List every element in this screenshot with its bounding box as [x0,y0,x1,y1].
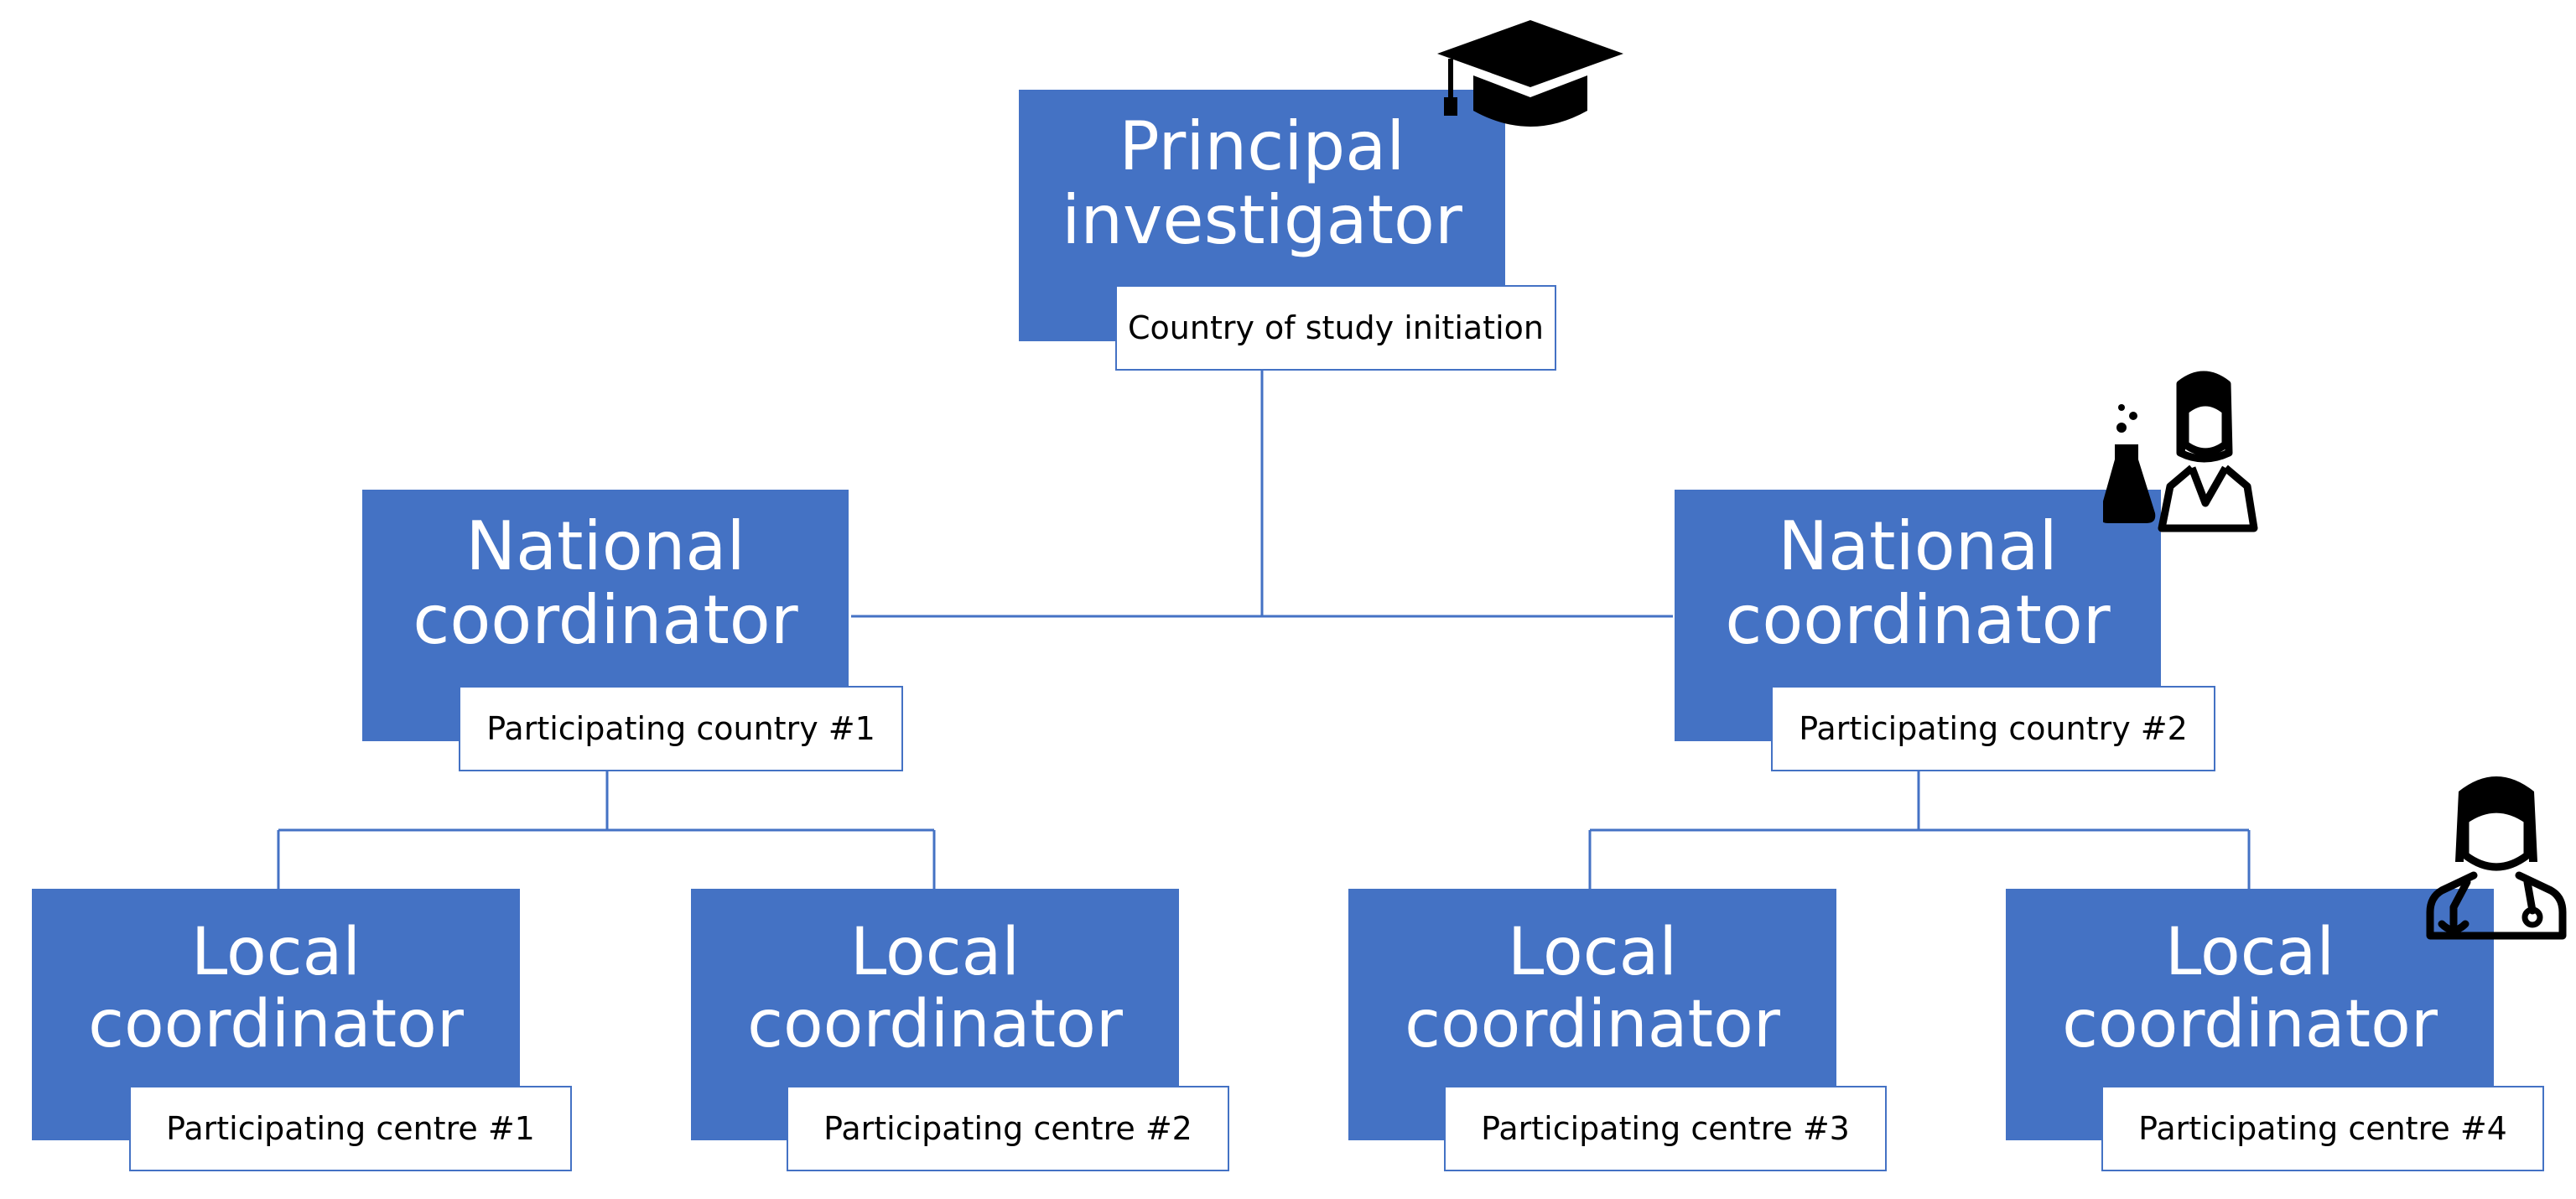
local-coordinator-title-2: Local coordinator [747,915,1123,1062]
local-coordinator-label-4: Participating centre #4 [2101,1086,2544,1171]
national-coordinator-label-1: Participating country #1 [459,686,903,771]
principal-investigator-title: Principal investigator [1062,107,1462,259]
national-coordinator-label-2: Participating country #2 [1771,686,2215,771]
national-coordinator-title-1: National coordinator [413,507,798,659]
local-coordinator-title-1: Local coordinator [88,915,464,1062]
local-coordinator-label-1: Participating centre #1 [129,1086,572,1171]
local-coordinator-title-3: Local coordinator [1405,915,1780,1062]
local-coordinator-title-4: Local coordinator [2062,915,2438,1062]
doctor-icon [2426,776,2567,940]
graduation-cap-icon [1437,20,1623,127]
local-coordinator-label-2: Participating centre #2 [787,1086,1229,1171]
scientist-icon [2103,371,2258,532]
principal-investigator-label: Country of study initiation [1115,285,1556,371]
local-coordinator-label-3: Participating centre #3 [1444,1086,1887,1171]
national-coordinator-title-2: National coordinator [1725,507,2111,659]
